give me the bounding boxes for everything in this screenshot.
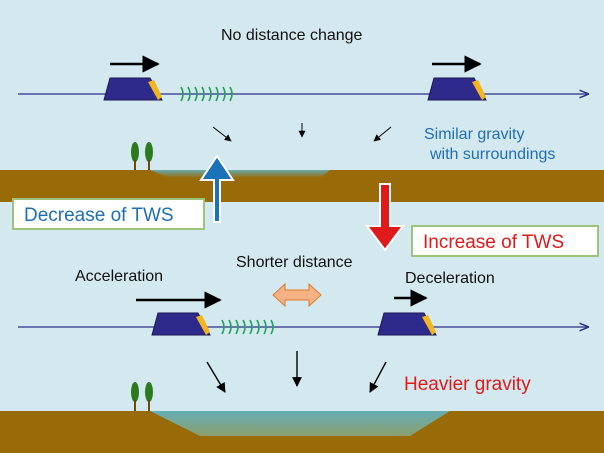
gravity-arrow-icon	[369, 361, 387, 393]
satellite-icon	[377, 312, 437, 336]
downward-arrow-icon	[365, 183, 405, 252]
deceleration-label: Deceleration	[405, 270, 495, 287]
satellite-icon	[427, 77, 487, 101]
increase-tws-label: Increase of TWS	[411, 225, 599, 257]
satellite-icon	[103, 77, 163, 101]
similar-gravity-line-2: with surroundings	[430, 146, 556, 163]
gravity-arrow-icon	[212, 126, 232, 142]
decrease-tws-label: Decrease of TWS	[12, 198, 205, 230]
gravity-arrow-icon	[373, 126, 392, 142]
upward-arrow-icon	[199, 154, 235, 223]
acceleration-label: Acceleration	[75, 268, 164, 285]
signal-waves-icon	[180, 86, 233, 102]
signal-waves-icon	[221, 319, 274, 335]
similar-gravity-label: Similar gravity with surroundings	[424, 125, 555, 165]
tree-icon	[145, 382, 153, 411]
shorter-distance-arrow-icon	[272, 282, 322, 308]
heavier-gravity-label: Heavier gravity	[404, 374, 531, 395]
tree-icon	[131, 382, 139, 411]
shorter-distance-label: Shorter distance	[236, 254, 353, 271]
top-title: No distance change	[221, 27, 363, 44]
tree-icon	[131, 142, 139, 170]
tree-icon	[145, 142, 153, 170]
water-bottom	[150, 411, 450, 436]
water-top	[150, 170, 330, 178]
gravity-arrow-icon	[206, 361, 226, 393]
satellite-icon	[151, 312, 211, 336]
similar-gravity-line-1: Similar gravity	[424, 126, 525, 143]
